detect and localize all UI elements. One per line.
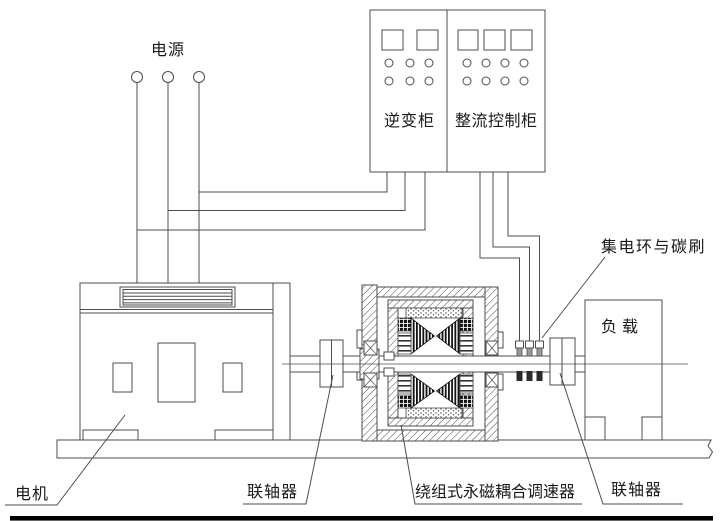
motor-label: 电机 <box>15 484 50 503</box>
winding-band <box>405 307 463 319</box>
power-label: 电源 <box>151 40 186 59</box>
bearing-icon <box>485 372 499 388</box>
speed-regulator-label: 绕组式永磁耦合调速器 <box>415 482 576 501</box>
magnet-bowtie-lower <box>410 373 461 409</box>
winding-band <box>405 407 463 419</box>
load-machine <box>584 299 663 441</box>
motor-foot <box>214 429 274 441</box>
bearing-icon <box>363 372 378 388</box>
coupling-right <box>549 337 576 386</box>
base-plate <box>56 439 714 459</box>
callout-lines <box>5 256 683 506</box>
panel-meter <box>381 29 404 51</box>
motor-vent-grille <box>119 286 236 308</box>
panel-meter <box>457 29 479 51</box>
load-foot <box>641 416 663 441</box>
panel-meter <box>416 29 439 51</box>
slip-ring-brushes <box>515 340 544 381</box>
coupling-left <box>319 339 344 388</box>
motor-body <box>79 282 291 441</box>
inverter-cabinet-label: 逆变柜 <box>384 111 436 130</box>
panel-meter <box>510 29 533 51</box>
coupling-left-label: 联轴器 <box>247 482 299 501</box>
magnet-bowtie-upper <box>410 317 461 355</box>
brush-feed-wires <box>479 172 540 341</box>
bearing-icon <box>485 340 499 356</box>
bottom-rule <box>10 516 713 521</box>
rectifier-cabinet-label: 整流控制柜 <box>455 111 538 130</box>
control-cabinet <box>369 9 546 173</box>
coupling-right-label: 联轴器 <box>611 480 663 499</box>
inverter-supply-wires <box>137 172 426 231</box>
motor-nameplate <box>157 342 196 403</box>
bearing-icon <box>363 340 378 356</box>
power-terminals <box>131 71 205 283</box>
load-label: 负载 <box>601 317 644 336</box>
slip-ring-brush-label: 集电环与碳刷 <box>601 237 707 256</box>
load-foot <box>584 416 606 441</box>
panel-meter <box>483 29 506 51</box>
